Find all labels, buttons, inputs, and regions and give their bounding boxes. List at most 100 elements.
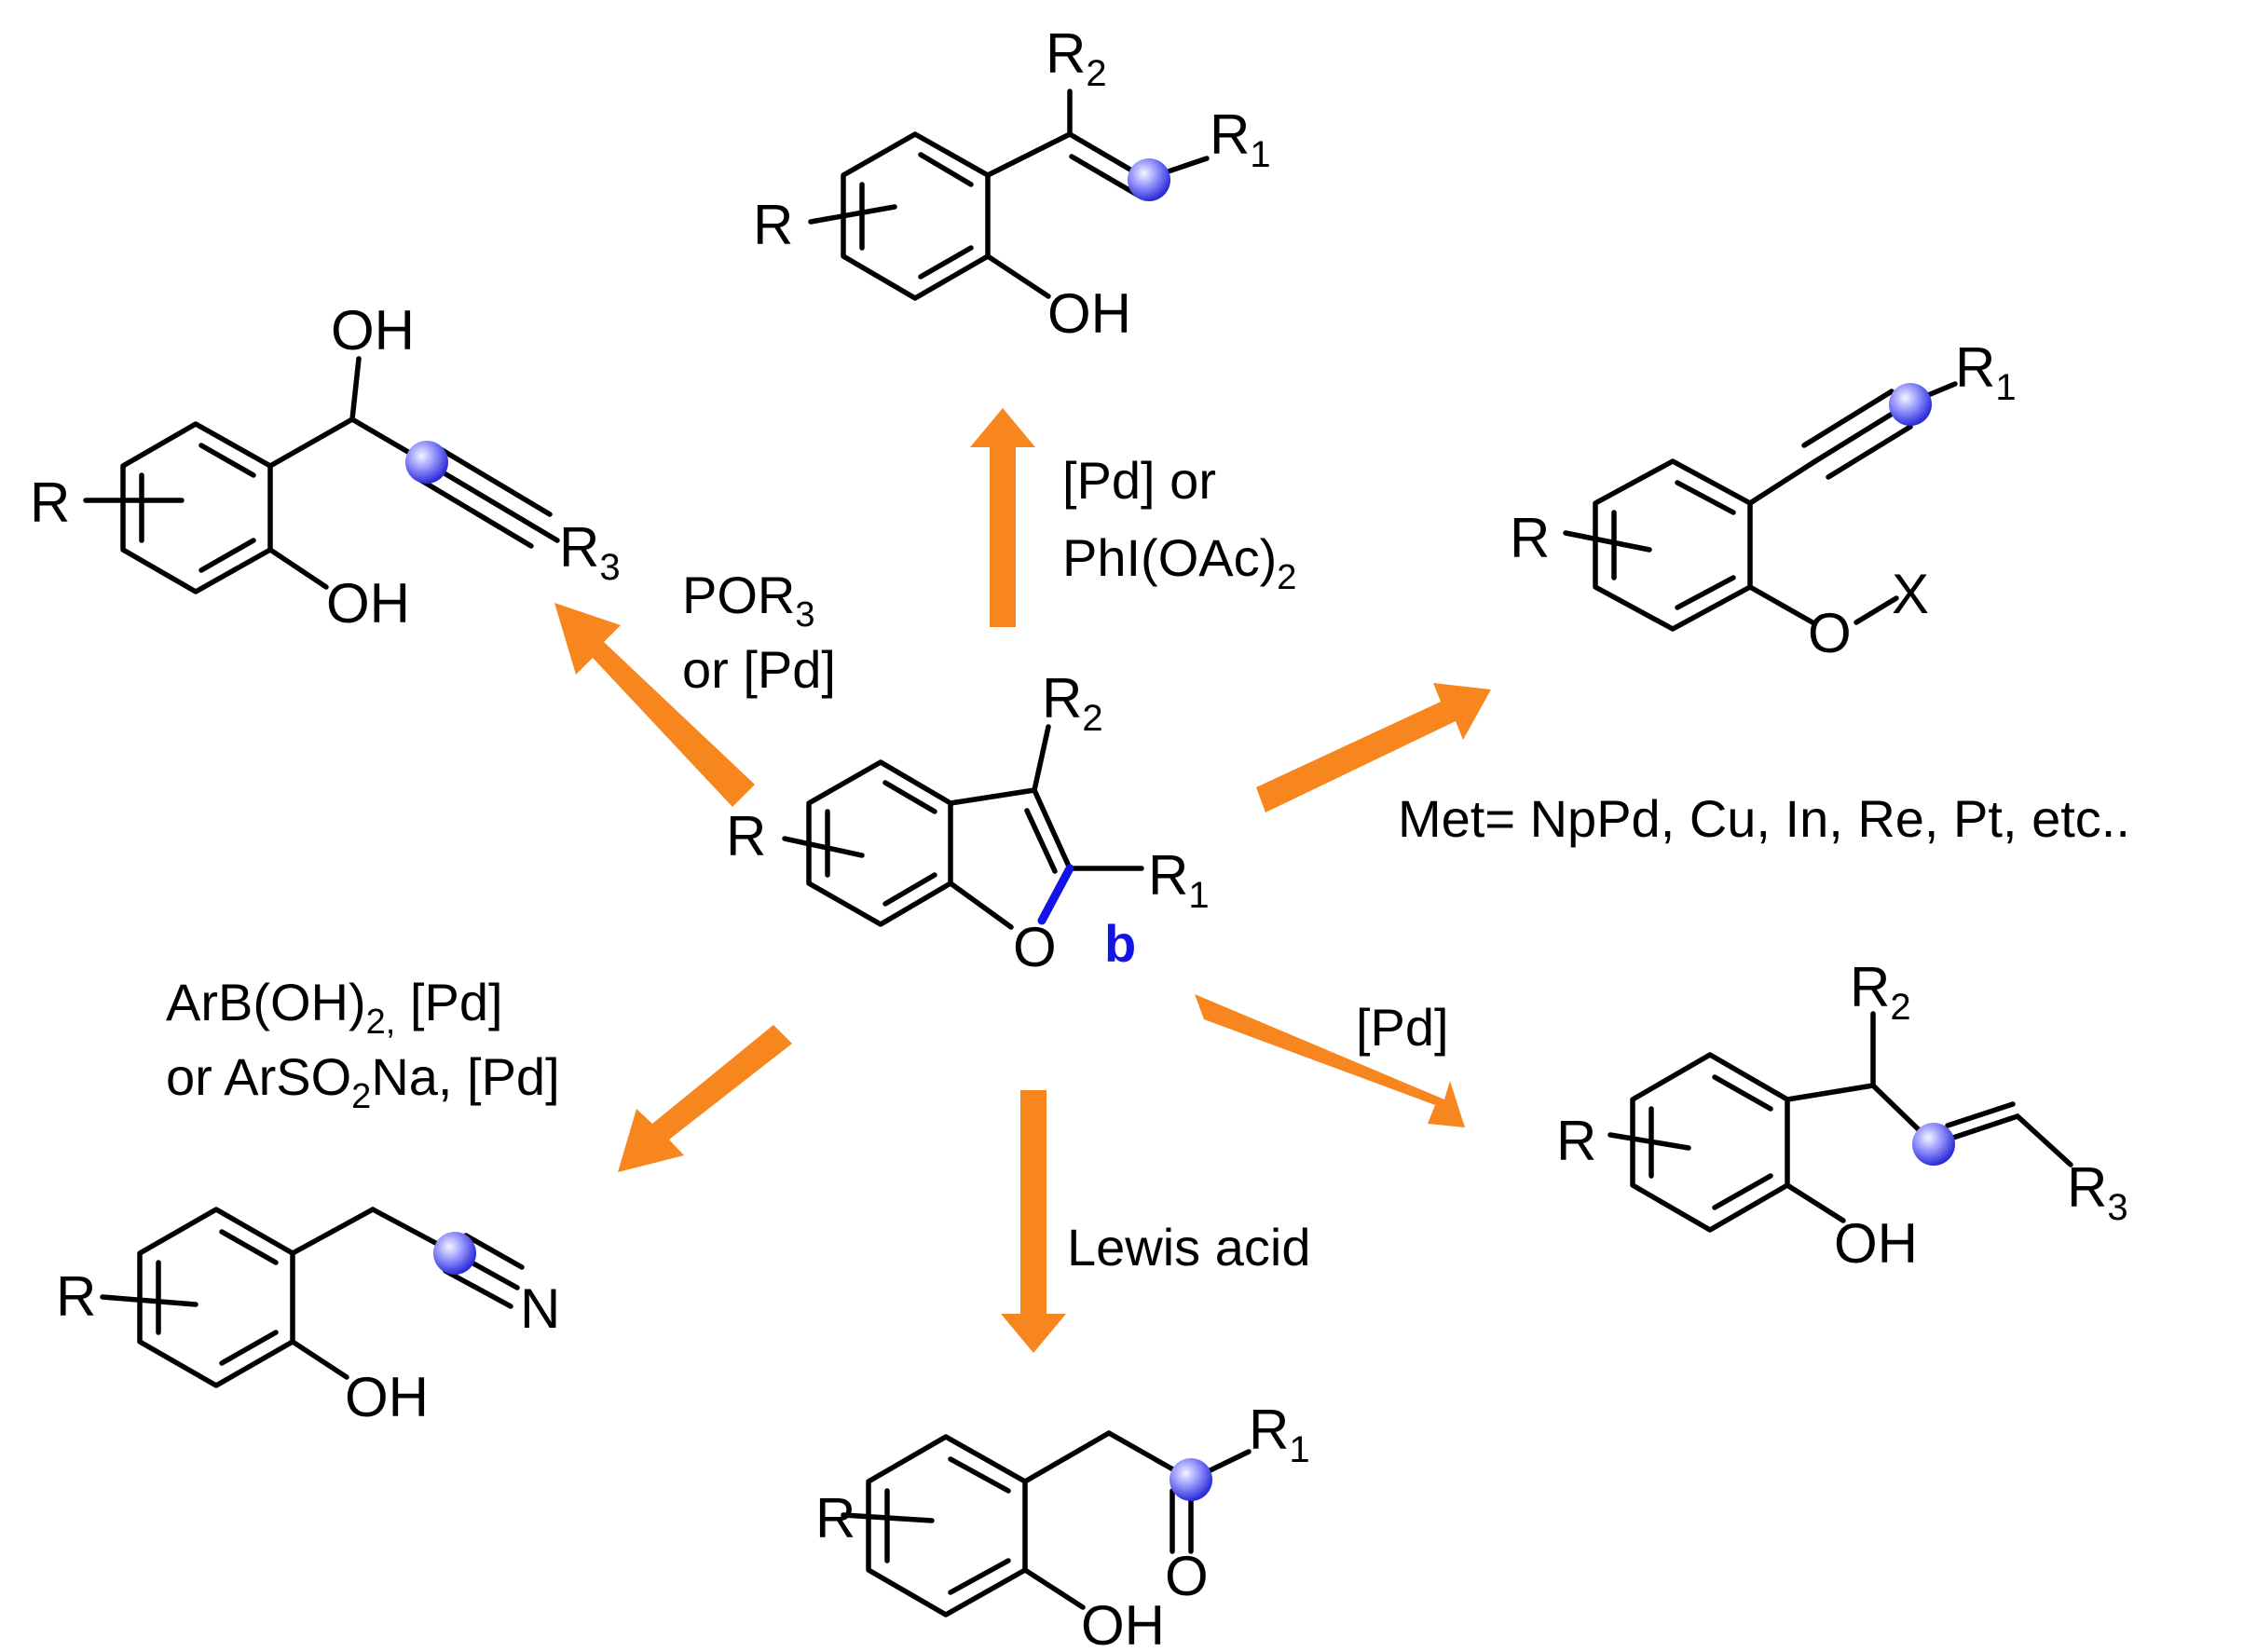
product-top-r-label: R	[753, 194, 793, 256]
product-lower-right-oh-label: OH	[1834, 1212, 1918, 1275]
product-right-triple-c	[1826, 424, 1913, 480]
product-lower-left: R N OH	[56, 1207, 560, 1428]
product-right-triple-b	[1801, 389, 1895, 448]
product-lower-left-oh-bond	[290, 1339, 349, 1380]
product-top-vinyl-bond	[985, 131, 1073, 178]
product-right-o-bond	[1747, 584, 1815, 625]
product-lower-left-inner-bond-2	[219, 1330, 279, 1366]
product-right-o-label: O	[1808, 602, 1852, 664]
product-lower-right-inner-bond-2	[1712, 1173, 1773, 1210]
product-lower-left-triple-c	[443, 1268, 513, 1309]
product-lower-left-inner-bond-1	[219, 1229, 279, 1265]
product-bottom-ring	[866, 1434, 1028, 1618]
product-right-x-bond	[1853, 595, 1899, 625]
product-lower-right: R R2 R3 OH	[1556, 956, 2128, 1275]
product-lower-left-r-label: R	[56, 1265, 96, 1328]
center-r-label: R	[726, 805, 766, 867]
product-top-inner-bond-1	[918, 152, 974, 187]
product-bottom-oh-label: OH	[1081, 1594, 1165, 1652]
product-bottom-ch2-bond	[1022, 1430, 1112, 1484]
condition-upper-left-line2: or [Pd]	[682, 640, 836, 699]
product-bottom-atom-sphere	[1170, 1458, 1212, 1501]
product-upper-left-r-label: R	[30, 471, 70, 534]
center-c2-c3-double-bond	[1024, 808, 1058, 874]
center-bond-b-label: b	[1104, 914, 1136, 973]
product-right-r1-label: R1	[1955, 336, 2017, 408]
product-lower-left-triple-b	[463, 1233, 525, 1270]
arrow-up	[970, 408, 1035, 627]
product-bottom-r-label: R	[815, 1487, 855, 1550]
center-r-bond	[782, 836, 865, 858]
center-oxygen-label: O	[1013, 916, 1057, 978]
center-r1-label: R1	[1148, 844, 1210, 916]
product-lower-left-ring	[137, 1207, 295, 1388]
product-bottom-inner-bond-2	[948, 1558, 1011, 1595]
product-bottom: R R1 O OH	[815, 1399, 1310, 1652]
product-bottom-oh-bond	[1022, 1567, 1086, 1610]
product-upper-left-oh-top-label: OH	[331, 299, 415, 362]
product-right-inner-bond-2	[1675, 575, 1736, 610]
product-right-r-label: R	[1510, 507, 1550, 569]
product-bottom-r-bond	[841, 1512, 935, 1523]
product-lower-left-atom-sphere	[433, 1232, 476, 1275]
center-bond-b-highlight	[1037, 864, 1074, 925]
condition-lower-left-line2: or ArSO2Na, [Pd]	[166, 1047, 560, 1116]
product-top-oh-label: OH	[1047, 282, 1131, 345]
product-bottom-o-label: O	[1165, 1545, 1209, 1607]
condition-lower-right: [Pd]	[1356, 998, 1449, 1057]
product-upper-left-choh-bond	[267, 416, 355, 469]
center-inner-bond-2	[882, 872, 937, 907]
product-upper-left-triple-b	[431, 443, 553, 517]
arrow-down	[1001, 1090, 1066, 1353]
product-lower-right-r-label: R	[1556, 1110, 1596, 1172]
product-upper-left-inner-bond-2	[198, 538, 256, 573]
product-top: R R2 R1 OH	[753, 22, 1271, 345]
condition-right: Met= NpPd, Cu, In, Re, Pt, etc..	[1398, 789, 2130, 848]
product-lower-left-oh-label: OH	[345, 1366, 429, 1428]
product-upper-left-atom-sphere	[405, 441, 448, 484]
product-right: R R1 O X	[1510, 336, 2017, 664]
arrow-lower-right	[1195, 994, 1465, 1127]
product-lower-right-r3-bond	[2015, 1113, 2073, 1167]
product-lower-left-r-bond	[100, 1294, 198, 1307]
product-top-r-bond	[808, 204, 897, 225]
product-upper-left-triple-a	[421, 458, 560, 543]
product-top-ring	[841, 131, 991, 301]
product-upper-left-oh-bond	[267, 547, 329, 590]
product-top-inner-bond-2	[918, 245, 974, 280]
center-r2-label: R2	[1042, 667, 1103, 739]
product-right-x-label: X	[1892, 563, 1929, 625]
condition-lower-left: ArB(OH)2, [Pd] or ArSO2Na, [Pd]	[166, 973, 560, 1116]
condition-upper-left: POR3 or [Pd]	[682, 566, 836, 699]
product-top-oh-bond	[985, 253, 1051, 299]
product-lower-left-ch2-bond	[290, 1207, 376, 1256]
arrow-lower-left	[618, 1025, 792, 1172]
product-lower-left-n-label: N	[520, 1277, 560, 1340]
condition-top-line2: PhI(OAc)2	[1062, 528, 1296, 597]
product-lower-right-inner-bond-1	[1712, 1074, 1773, 1112]
product-upper-left: R OH OH R3	[30, 299, 621, 635]
center-benzene-ring	[806, 759, 953, 927]
condition-upper-left-line1: POR3	[682, 566, 815, 635]
product-lower-right-ch-bond	[1785, 1083, 1876, 1102]
product-top-double-bond-b	[1069, 154, 1142, 198]
product-lower-right-double-b	[1945, 1101, 2016, 1128]
product-right-r-bond	[1563, 530, 1652, 553]
condition-top: [Pd] or PhI(OAc)2	[1062, 451, 1296, 597]
reaction-arrows	[554, 408, 1491, 1353]
condition-bottom: Lewis acid	[1067, 1218, 1310, 1277]
center-inner-bond-1	[882, 780, 937, 814]
product-upper-left-inner-bond-1	[198, 443, 256, 478]
product-upper-left-ring	[120, 421, 273, 594]
product-top-r1-label: R1	[1210, 103, 1271, 175]
center-c3-r2-bond	[1032, 724, 1051, 793]
condition-lower-left-line1: ArB(OH)2, [Pd]	[166, 973, 503, 1042]
product-right-atom-sphere	[1889, 383, 1932, 426]
product-bottom-r1-label: R1	[1249, 1399, 1310, 1470]
product-lower-right-r-bond	[1607, 1132, 1691, 1151]
center-benzofuran: R R2 R1 O b	[726, 667, 1210, 978]
product-right-alkyne-bond	[1747, 458, 1818, 506]
product-lower-right-r3-label: R3	[2067, 1156, 2128, 1228]
product-upper-left-r3-label: R3	[559, 516, 621, 588]
